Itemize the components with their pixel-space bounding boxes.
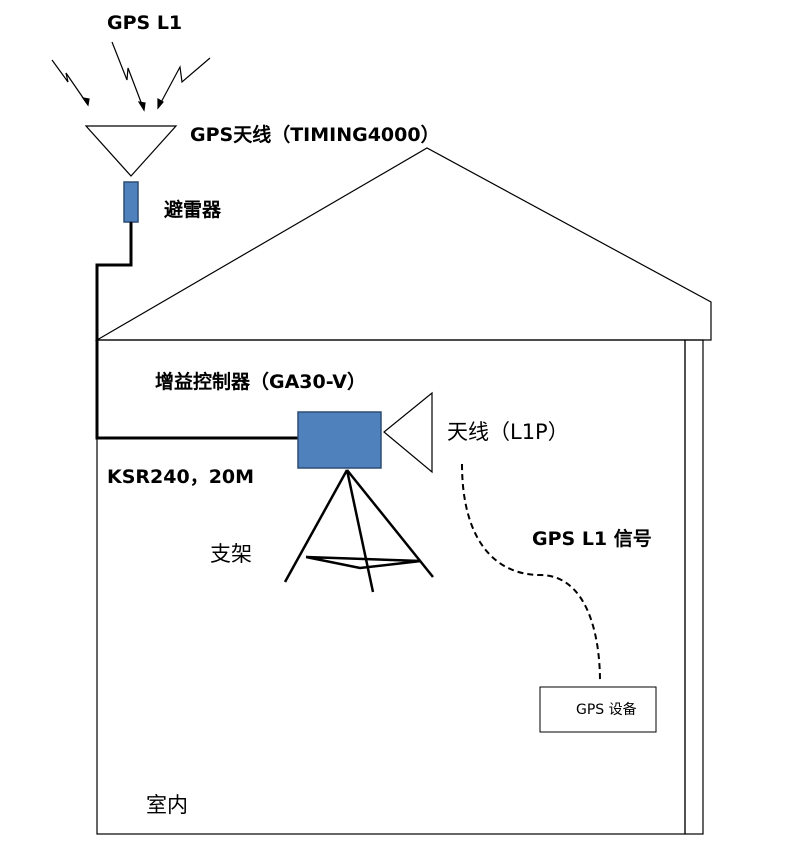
indoor-antenna-icon bbox=[383, 391, 433, 474]
signal-arrow-3 bbox=[157, 57, 211, 109]
house-wall-edge bbox=[684, 339, 704, 835]
indoor-antenna-label: 天线（L1P） bbox=[447, 420, 569, 444]
signal-arrow-1 bbox=[51, 59, 89, 106]
gps-device-label: GPS 设备 bbox=[576, 702, 637, 718]
house-roof bbox=[94, 147, 712, 341]
cable-label: KSR240，20M bbox=[107, 466, 255, 488]
indoor-label: 室内 bbox=[146, 793, 188, 817]
tripod-stand-icon bbox=[283, 469, 434, 593]
house-wall bbox=[96, 339, 686, 835]
gps-antenna-icon bbox=[84, 125, 178, 177]
gps-antenna-label: GPS天线（TIMING4000） bbox=[190, 124, 440, 146]
lightning-arrester-label: 避雷器 bbox=[164, 199, 222, 221]
gps-device-box bbox=[539, 686, 657, 733]
gain-controller-icon bbox=[297, 411, 382, 469]
indoor-signal-label: GPS L1 信号 bbox=[532, 528, 652, 550]
lightning-arrester-icon bbox=[123, 181, 139, 223]
gps-signal-label: GPS L1 bbox=[107, 12, 183, 34]
gps-signal-arrows bbox=[51, 41, 211, 112]
stand-label: 支架 bbox=[210, 542, 252, 566]
indoor-signal-path bbox=[461, 463, 601, 683]
cable-line bbox=[95, 222, 298, 440]
gain-controller-label: 增益控制器（GA30-V） bbox=[155, 371, 366, 393]
signal-arrow-2 bbox=[111, 41, 145, 111]
